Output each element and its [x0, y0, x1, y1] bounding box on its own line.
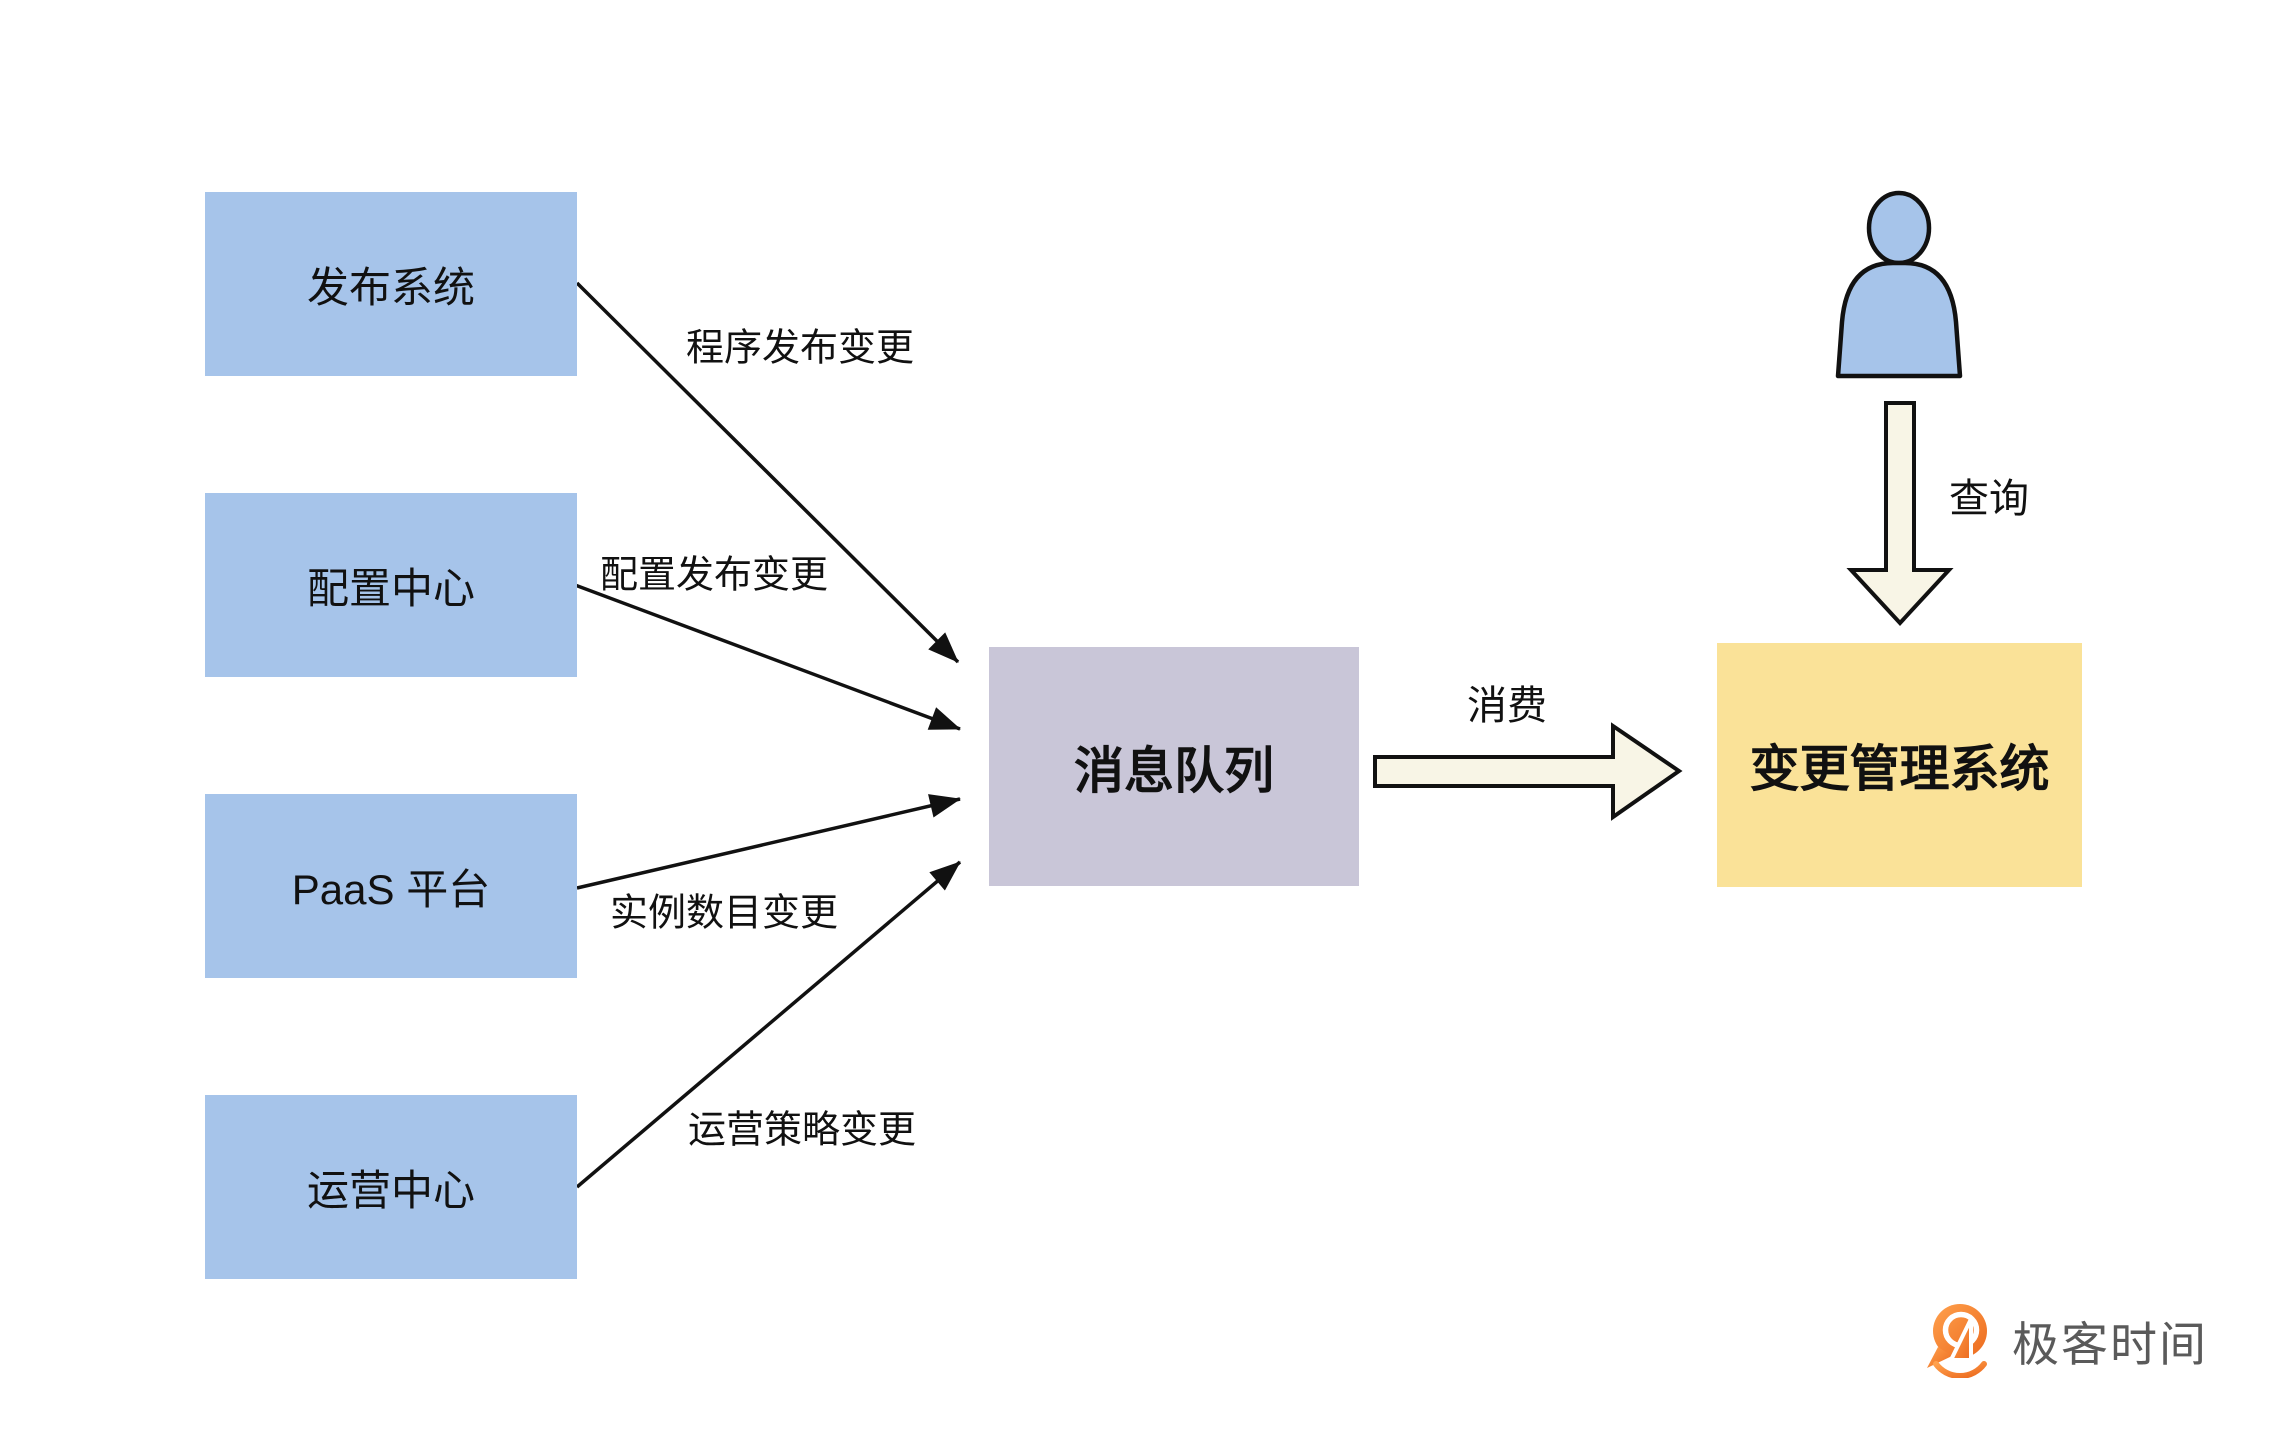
- source-box-label: 配置中心: [306, 564, 475, 612]
- source-box-label: PaaS 平台: [291, 865, 491, 913]
- source-box-config-center: 配置中心: [205, 493, 577, 677]
- person-icon: [1835, 190, 1963, 379]
- edge-paas-to-queue: [576, 794, 961, 890]
- message-queue-box: 消息队列: [989, 647, 1359, 886]
- geektime-logo: 极客时间: [1924, 1302, 2208, 1378]
- consume-arrow: [1373, 722, 1683, 821]
- edge-label-ops-strategy-change: 运营策略变更: [687, 1109, 917, 1152]
- geektime-logo-text: 极客时间: [2012, 1317, 2208, 1371]
- geektime-pin-icon: [1927, 1304, 1987, 1378]
- source-box-ops-center: 运营中心: [205, 1095, 577, 1279]
- source-box-label: 发布系统: [306, 263, 475, 311]
- change-management-system-label: 变更管理系统: [1749, 741, 2050, 797]
- consume-label: 消费: [1467, 684, 1547, 728]
- edge-label-instance-count-change: 实例数目变更: [609, 892, 839, 935]
- query-label: 查询: [1949, 477, 2029, 521]
- source-box-paas-platform: PaaS 平台: [205, 794, 577, 978]
- message-queue-label: 消息队列: [1074, 742, 1274, 799]
- query-arrow: [1846, 401, 1954, 626]
- edge-label-config-release-change: 配置发布变更: [599, 554, 829, 597]
- source-box-label: 运营中心: [306, 1166, 475, 1214]
- edge-config-to-queue: [574, 583, 961, 731]
- change-management-system-box: 变更管理系统: [1717, 643, 2082, 887]
- edge-label-program-release-change: 程序发布变更: [685, 327, 915, 370]
- source-box-release-system: 发布系统: [205, 192, 577, 376]
